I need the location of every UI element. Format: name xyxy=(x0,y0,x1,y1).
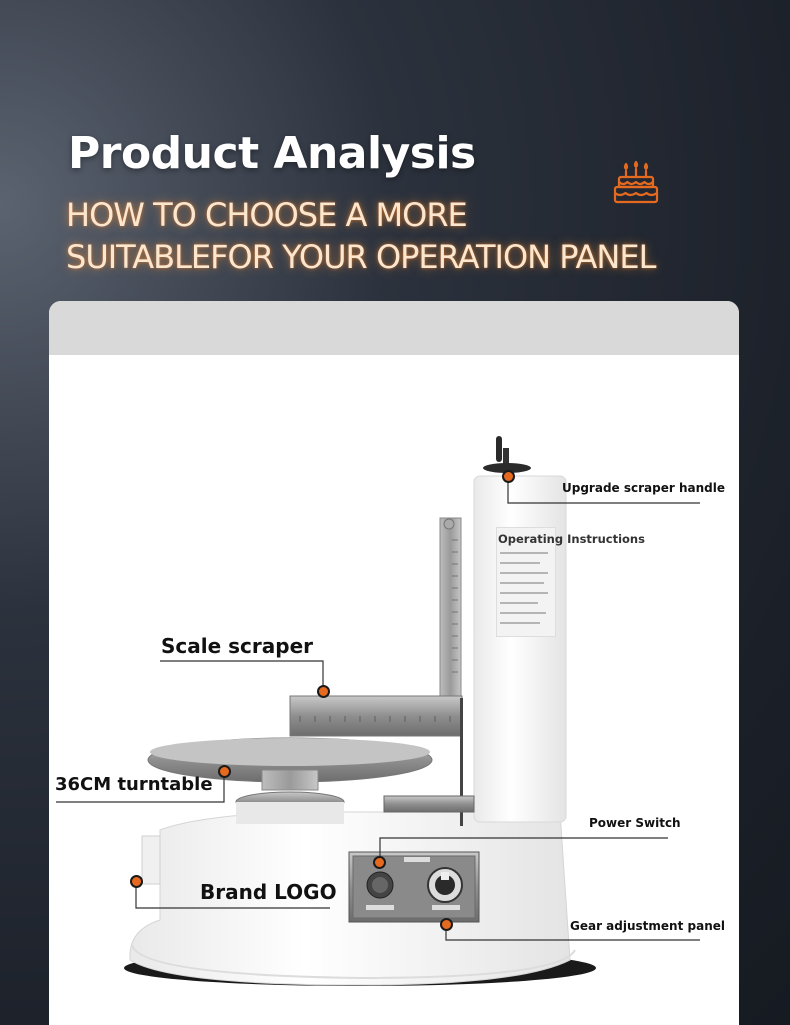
instr-line xyxy=(500,552,548,554)
callout-dot-turntable xyxy=(218,765,231,778)
panel-header-bar xyxy=(49,301,739,355)
label-turntable: 36CM turntable xyxy=(55,774,213,795)
label-scale-scraper: Scale scraper xyxy=(161,634,314,658)
label-gear-panel: Gear adjustment panel xyxy=(570,919,725,933)
instr-line xyxy=(500,592,548,594)
instr-line xyxy=(500,562,540,564)
label-brand-logo: Brand LOGO xyxy=(200,880,337,904)
label-power-switch: Power Switch xyxy=(589,816,681,830)
callout-dot-power xyxy=(373,856,386,869)
instr-line xyxy=(500,602,538,604)
instr-line xyxy=(500,622,540,624)
instr-line xyxy=(500,582,544,584)
label-scraper-handle: Upgrade scraper handle xyxy=(562,481,725,495)
callout-dot-logo xyxy=(130,875,143,888)
subtitle-line-1: HOW TO CHOOSE A MORE xyxy=(66,196,468,234)
page-subtitle: HOW TO CHOOSE A MORE SUITABLEFOR YOUR OP… xyxy=(66,194,656,278)
callout-dot-scraper xyxy=(317,685,330,698)
callout-dot-gear xyxy=(440,918,453,931)
instr-line xyxy=(500,612,546,614)
page-title: Product Analysis xyxy=(68,128,476,179)
instr-line xyxy=(500,572,548,574)
operating-instructions-title: Operating Instructions xyxy=(498,532,645,546)
subtitle-line-2: SUITABLEFOR YOUR OPERATION PANEL xyxy=(66,238,656,276)
callout-dot-handle xyxy=(502,470,515,483)
cake-icon xyxy=(613,160,659,204)
